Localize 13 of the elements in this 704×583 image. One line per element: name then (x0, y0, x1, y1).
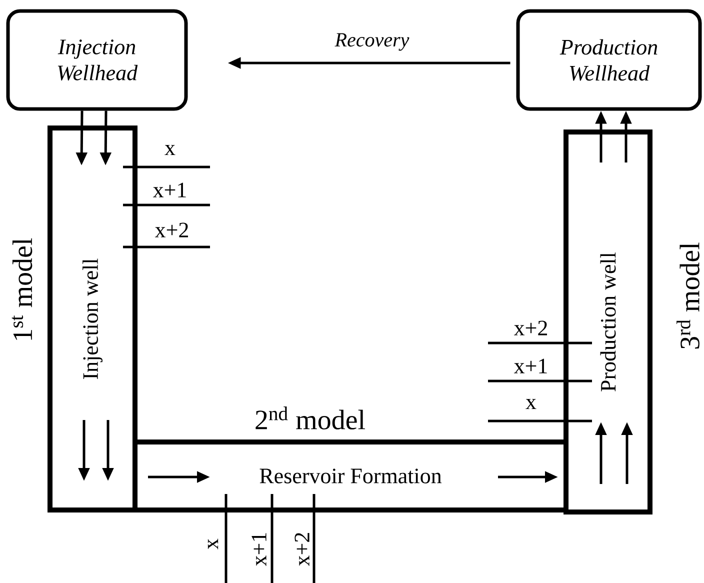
formation-box: Reservoir Formation (132, 440, 568, 512)
position-label: x+2 (155, 222, 188, 238)
wellhead-box: Injection Wellhead (6, 9, 188, 111)
model-label: 3$^{rd}$ model (676, 242, 700, 349)
position-label: x (526, 398, 536, 410)
position-label: x (164, 144, 176, 156)
position-label: x (208, 538, 218, 550)
position-label: x+2 (294, 533, 310, 566)
wellhead-box: Production Wellhead (516, 9, 702, 111)
position-label: x+1 (252, 533, 266, 566)
edge-label: Recovery (334, 33, 410, 51)
well-box: Production well (564, 130, 652, 514)
well-box: Injection well (48, 126, 138, 512)
